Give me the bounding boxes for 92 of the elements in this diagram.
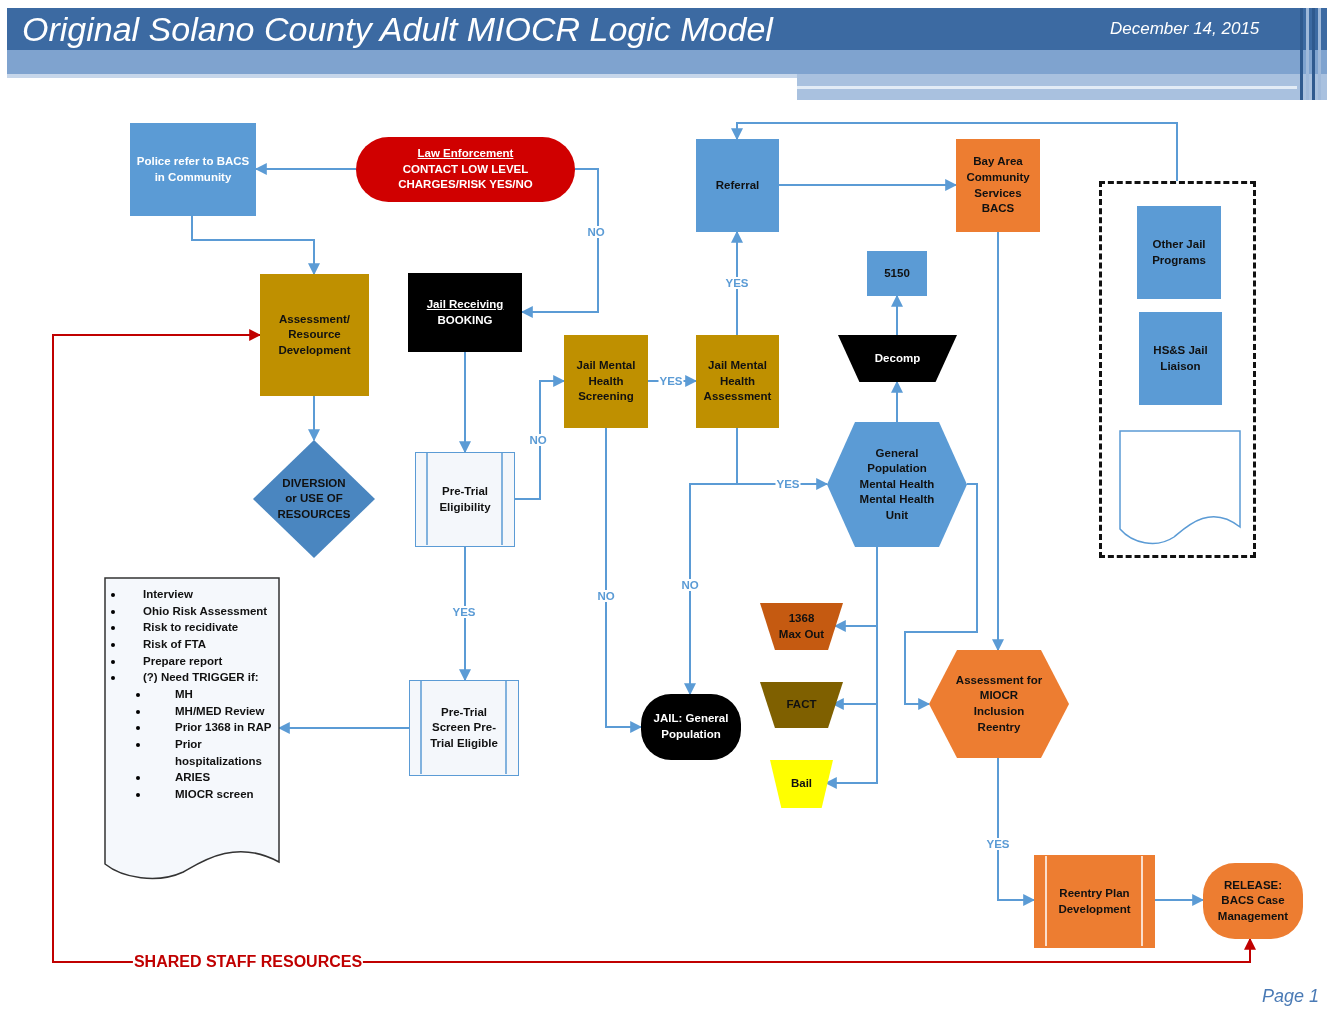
hexagon-shape — [929, 650, 1069, 758]
list-item: (?) Need TRIGGER if: — [109, 669, 273, 687]
process-box — [1137, 206, 1221, 299]
process-box — [408, 273, 522, 352]
node-text: BOOKING — [437, 312, 493, 328]
title: Original Solano County Adult MIOCR Logic Model — [22, 10, 773, 48]
node-text: HS&S Jail Liaison — [1152, 343, 1209, 374]
node-heading: Law Enforcement — [417, 146, 514, 162]
node-text: RELEASE: BACS Case Management — [1216, 877, 1290, 924]
arrow — [514, 375, 566, 500]
list-item: Risk to recidivate — [109, 619, 273, 636]
edge-label: YES — [724, 277, 750, 289]
list-item: Ohio Risk Assessment — [109, 602, 273, 620]
arrow — [684, 427, 738, 696]
edge-label: YES — [775, 478, 801, 490]
decision-diamond — [253, 440, 375, 558]
rounded-box — [1203, 863, 1303, 939]
node-text: Bay Area Community Services BACS — [965, 154, 1031, 216]
node-text: Jail Mental Health Screening — [575, 358, 637, 405]
arrow — [459, 546, 471, 682]
edge-label: NO — [680, 579, 700, 591]
edge-label: NO — [596, 590, 616, 602]
list-item: Interview — [109, 586, 273, 603]
list-item: Prior hospitalizations — [109, 736, 275, 770]
node-text: Pre-Trial Eligibility — [438, 484, 492, 515]
arrow — [731, 122, 1178, 182]
predefined-process-box — [415, 452, 515, 547]
node-text: General Population Mental Health Mental Health Unit — [858, 445, 936, 523]
arrow — [191, 215, 320, 276]
node-text: Assessment/ Resource Development — [277, 311, 352, 358]
trapezoid-shape — [770, 760, 833, 808]
node-text: Other Jail Programs — [1151, 237, 1207, 268]
edge-label: YES — [658, 375, 684, 387]
connector-line — [52, 329, 1256, 963]
node-heading: Jail Receiving — [426, 297, 504, 312]
node-text: Referral — [715, 177, 760, 193]
edge-label: YES — [985, 838, 1011, 850]
dashed-group-frame — [1099, 181, 1256, 558]
arrow — [1154, 894, 1205, 906]
node-text: DIVERSION or USE OF RESOURCES — [276, 475, 352, 522]
node-text: FACT — [786, 697, 817, 713]
date-text: December 14, 2015 — [1110, 19, 1260, 39]
page-number: Page 1 — [1262, 986, 1320, 1007]
node-text: CONTACT LOW LEVEL CHARGES/RISK YES/NO — [397, 161, 534, 193]
node-text: Jail Mental Health Assessment — [702, 358, 773, 405]
node-text: Assessment for MIOCR Inclusion Reentry — [955, 672, 1043, 735]
process-box — [956, 139, 1040, 232]
node-text: Reentry Plan Development — [1057, 886, 1132, 917]
node-text: Decomp — [874, 350, 921, 366]
arrow — [731, 230, 743, 336]
node-text: Pre-Trial Screen Pre-Trial Eligible — [429, 704, 499, 751]
predefined-process-box — [1034, 855, 1155, 948]
arrow — [605, 427, 643, 733]
arrow — [904, 483, 978, 710]
arrow — [459, 351, 471, 454]
list-item: MH — [109, 686, 275, 703]
trapezoid-shape — [760, 603, 843, 650]
arrow — [308, 395, 320, 442]
process-box — [564, 335, 648, 428]
process-box — [696, 335, 779, 428]
process-box — [130, 123, 256, 216]
arrow — [778, 179, 958, 191]
list-item: MIOCR screen — [109, 786, 275, 803]
process-box — [260, 274, 369, 396]
edge-label: YES — [451, 606, 477, 618]
list-item: Prior 1368 in RAP — [109, 719, 275, 737]
arrow — [891, 380, 903, 423]
arrow — [997, 757, 1036, 906]
process-box — [1139, 312, 1222, 405]
arrow — [992, 231, 1004, 652]
document-shape — [105, 578, 279, 878]
node-text: 1368 Max Out — [778, 611, 825, 642]
process-box — [867, 251, 927, 296]
node-text: Police refer to BACS in Community — [135, 154, 251, 185]
list-item: MH/MED Review — [109, 702, 275, 720]
edge-label: NO — [528, 434, 548, 446]
terminator-pill — [356, 137, 575, 202]
list-item: Risk of FTA — [109, 636, 273, 653]
terminator-shape — [641, 694, 741, 760]
trapezoid-shape — [760, 682, 843, 728]
trapezoid-shape — [838, 335, 957, 382]
list-item: ARIES — [109, 769, 275, 787]
edge-label: NO — [586, 226, 606, 238]
node-text: JAIL: General Population — [652, 711, 730, 742]
node-text: Bail — [790, 776, 813, 792]
process-box — [696, 139, 779, 232]
node-text: 5150 — [884, 265, 910, 281]
arrow — [891, 294, 903, 336]
hexagon-shape — [827, 422, 967, 547]
note-document — [1120, 431, 1240, 543]
list-item: Prepare report — [109, 652, 273, 670]
predefined-process-box — [409, 680, 519, 776]
